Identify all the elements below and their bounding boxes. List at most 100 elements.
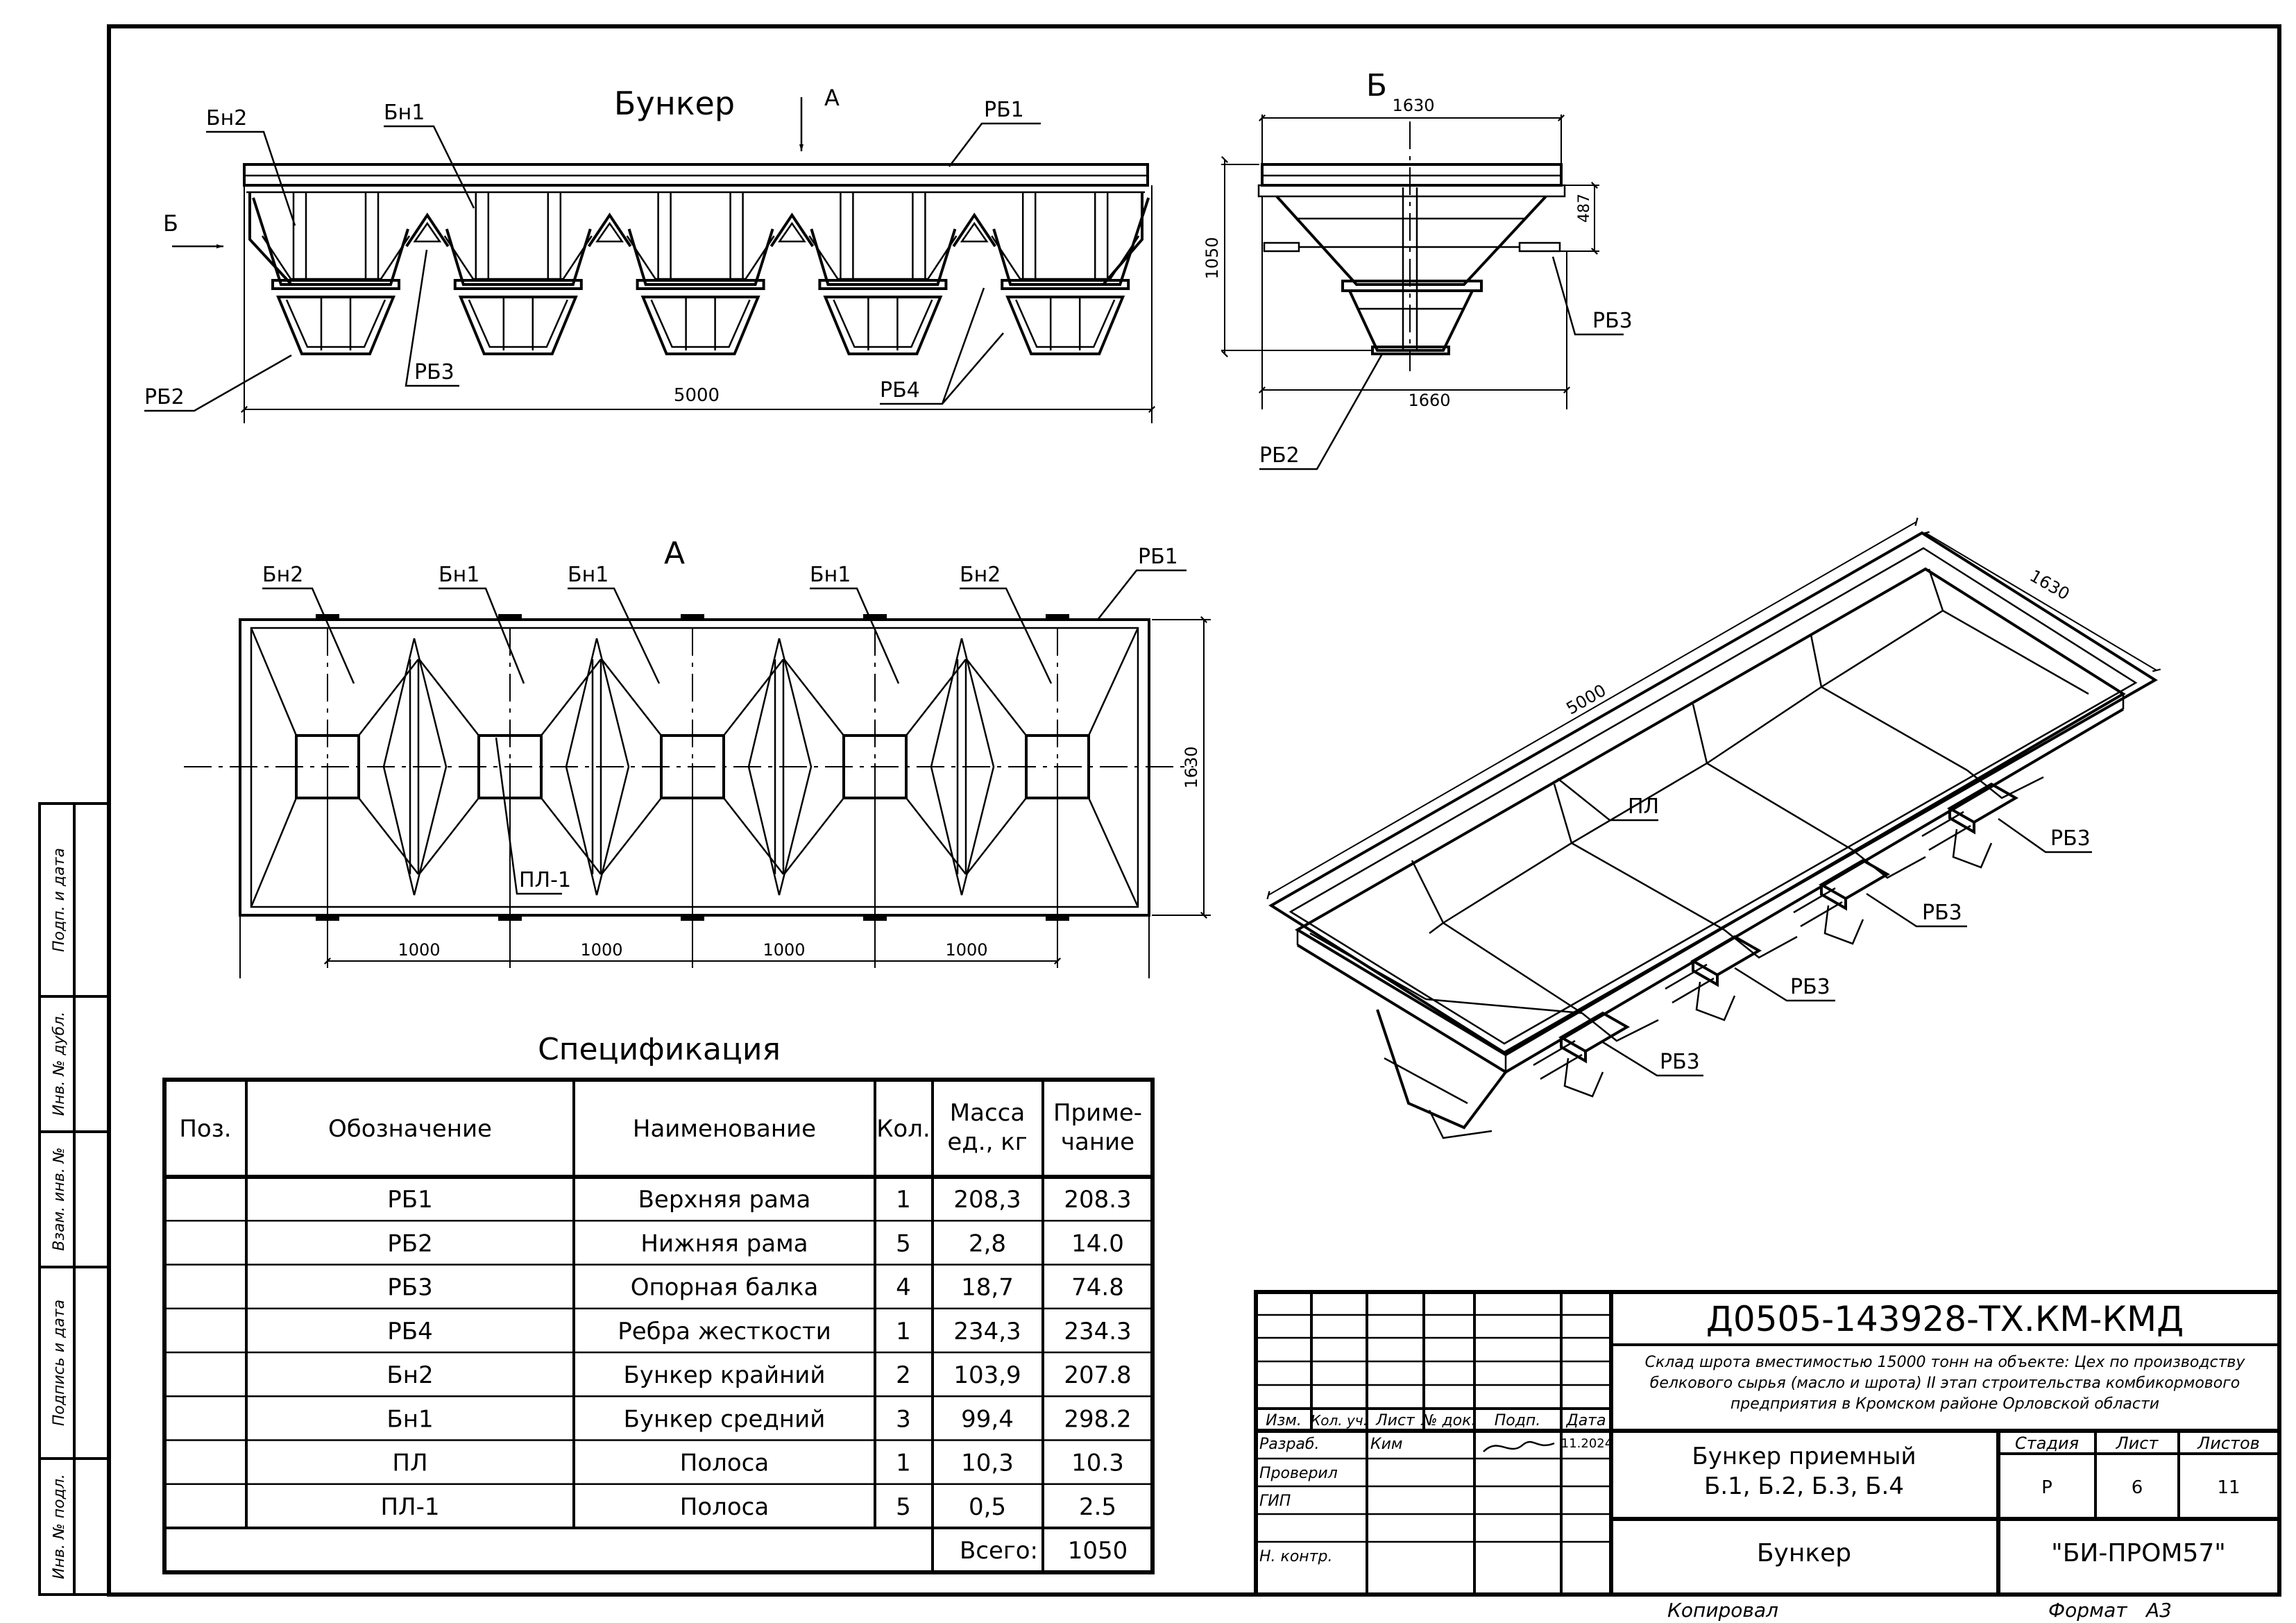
iso-support-beam [1947, 782, 2018, 824]
side-dim-height: 1050 [1202, 237, 1222, 279]
spec-cell-qty: 2 [896, 1361, 911, 1389]
tb-role: Н. контр. [1259, 1548, 1332, 1565]
tb-developer: Ким [1370, 1436, 1403, 1453]
spec-header-name: Наименование [633, 1115, 816, 1143]
side-stamp-label: Подпись и дата [51, 1300, 68, 1426]
spec-cell-code: Бн1 [386, 1405, 433, 1433]
callout-bn2: Бн2 [262, 563, 303, 587]
hopper-outline [627, 228, 774, 286]
spec-cell-qty: 3 [896, 1405, 911, 1433]
hopper-ridge [952, 212, 996, 248]
spec-cell-note: 10.3 [1071, 1450, 1124, 1477]
plan-hopper-edge [541, 658, 602, 875]
spec-cell-code: РБ3 [387, 1274, 432, 1302]
callout-bn1: Бн1 [568, 563, 609, 587]
tb-date: 11.2024 [1561, 1436, 1613, 1451]
tb-copied: Копировал [1667, 1599, 1778, 1622]
hopper-outline [248, 192, 293, 286]
spec-cell-mass: 103,9 [953, 1361, 1021, 1389]
tb-item-title: Бункер приемный [1692, 1443, 1916, 1470]
spec-cell-qty: 1 [896, 1450, 911, 1477]
spec-header-qty: Кол. [876, 1115, 930, 1143]
callout-pl: ПЛ [1628, 794, 1659, 819]
spec-cell-name: Полоса [680, 1493, 769, 1521]
plan-hopper-edge [905, 658, 967, 875]
spec-cell-note: 298.2 [1064, 1405, 1131, 1433]
hopper-lower [468, 299, 568, 348]
spec-cell-note: 208.3 [1064, 1186, 1131, 1214]
plan-hopper-edge [1087, 627, 1139, 908]
spec-header-code: Обозначение [328, 1115, 492, 1143]
hopper-band [453, 279, 583, 290]
front-dim-length: 5000 [674, 385, 720, 406]
callout-rb3: РБ3 [2050, 826, 2091, 851]
tb-col-header: Лист [1375, 1412, 1415, 1429]
hopper-outline [808, 235, 958, 280]
plan-hopper-edge [601, 658, 662, 875]
title-block: Изм. Кол. уч. Лист № док. Подп. Дата Раз… [1254, 1290, 2281, 1622]
hopper-lower [458, 296, 578, 355]
arrow-b-label: Б [163, 210, 178, 237]
callout-bn2: Бн2 [206, 106, 247, 130]
iso-support-beam [1692, 961, 1719, 987]
hopper-lower [285, 299, 386, 348]
spec-total-label: Всего: [960, 1537, 1038, 1565]
spec-cell-code: Бн2 [386, 1361, 433, 1389]
spec-cell-qty: 1 [896, 1186, 911, 1214]
hopper-band [818, 279, 948, 290]
spec-cell-note: 14.0 [1071, 1230, 1124, 1257]
spec-cell-qty: 1 [896, 1318, 911, 1345]
tb-stage-label: Стадия [2015, 1434, 2079, 1453]
hopper-ridge [778, 221, 806, 243]
side-stamp-label: Инв. № подл. [51, 1474, 68, 1579]
hopper-outline [992, 197, 1150, 286]
spec-header-note: Приме-чание [1053, 1099, 1142, 1156]
iso-support-beam [1695, 981, 1736, 1021]
callout-rb2: РБ2 [1259, 443, 1300, 468]
side-stamp-label: Взам. инв. № [51, 1147, 68, 1250]
spec-cell-name: Полоса [680, 1450, 769, 1477]
iso-brace [1921, 810, 1971, 851]
plan-hopper-edge [418, 658, 479, 875]
tb-object-line: Склад шрота вместимостью 15000 тонн на о… [1645, 1354, 2246, 1371]
hopper-outline [445, 228, 592, 286]
iso-support-beam [1823, 905, 1864, 945]
plan-dim-pitch: 1000 [580, 940, 622, 960]
spec-cell-name: Ребра жесткости [618, 1318, 831, 1345]
callout-bn1: Бн1 [384, 101, 425, 125]
tb-stage-value: Р [2041, 1477, 2052, 1498]
spec-cell-note: 74.8 [1071, 1274, 1124, 1302]
plan-beam-marker [681, 614, 704, 620]
spec-cell-mass: 208,3 [953, 1186, 1021, 1214]
spec-cell-mass: 99,4 [961, 1405, 1014, 1433]
tb-role: ГИП [1259, 1493, 1291, 1510]
plan-beam-marker [498, 614, 522, 620]
spec-cell-code: РБ1 [387, 1186, 432, 1214]
spec-total-value: 1050 [1068, 1537, 1128, 1565]
tb-format-value: А3 [2145, 1599, 2172, 1622]
front-view: Бункер А Б 5000 Бн2 Бн1 РБ1 РБ2 РБ3 РБ4 [144, 85, 1155, 423]
callout-rb3: РБ3 [1922, 901, 1962, 925]
spec-cell-qty: 5 [896, 1230, 911, 1257]
specification-table: Спецификация Поз. Обозначение Наименован… [162, 1032, 1155, 1574]
hopper-band [636, 279, 765, 290]
callout-bn1: Бн1 [439, 563, 479, 587]
hopper-outline [810, 228, 957, 286]
side-view-title: Б [1366, 68, 1387, 103]
hopper-lower [1005, 296, 1125, 355]
tb-format-label: Формат [2048, 1599, 2127, 1622]
spec-cell-name: Бункер крайний [624, 1361, 826, 1389]
hopper-ridge [595, 221, 624, 243]
callout-rb2: РБ2 [144, 385, 185, 409]
hopper-band [271, 279, 400, 290]
plan-hopper-edge [250, 627, 298, 908]
plan-beam-marker [316, 614, 339, 620]
plan-view-title: А [664, 536, 685, 571]
tb-signature [1483, 1441, 1555, 1452]
side-stamp-label: Подп. и дата [51, 848, 68, 952]
side-dim-upper: 487 [1576, 194, 1593, 223]
tb-stage-value: 6 [2132, 1477, 2143, 1498]
tb-col-header: № док. [1421, 1412, 1477, 1429]
spec-cell-note: 207.8 [1064, 1361, 1131, 1389]
spec-cell-mass: 18,7 [961, 1274, 1014, 1302]
